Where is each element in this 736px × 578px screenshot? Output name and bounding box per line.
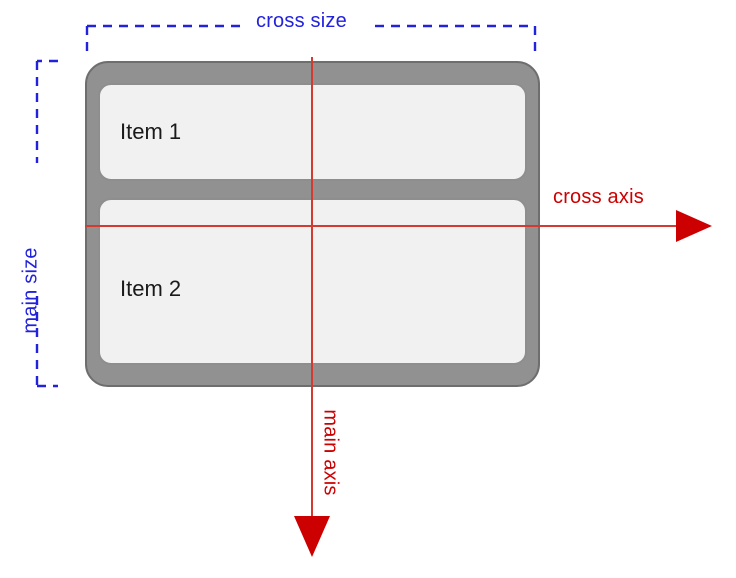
cross-axis-arrowhead [676,210,712,242]
cross-axis-label: cross axis [553,186,644,208]
cross-size-label: cross size [256,10,347,32]
cross-axis-arrow [85,210,712,242]
main-axis-arrowhead [294,516,330,557]
flex-item-2-label: Item 2 [120,276,182,301]
flex-item-1-label: Item 1 [120,119,182,144]
main-axis-label: main axis [319,409,342,496]
main-size-label: main size [19,247,42,334]
cross-size-bracket [85,24,537,54]
main-axis-arrow [294,57,330,557]
main-size-bracket [35,59,58,388]
